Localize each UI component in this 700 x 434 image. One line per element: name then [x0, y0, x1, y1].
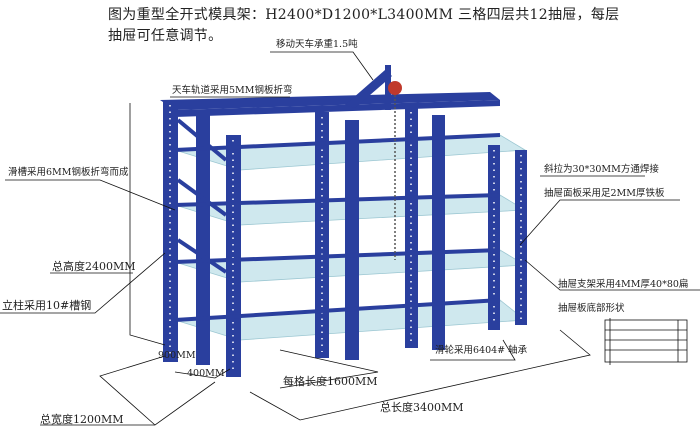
intro-line-2: 抽屉可任意调节。 — [108, 28, 223, 44]
drawer-bottom-sketch — [604, 318, 688, 365]
crane-rail — [160, 92, 500, 117]
label-total-width: 总宽度1200MM — [40, 413, 124, 426]
drawer-supports — [174, 118, 501, 322]
label-bay-length: 每格长度1600MM — [283, 375, 378, 388]
label-column: 立柱采用10#槽钢 — [2, 299, 92, 312]
label-crane-load: 移动天车承重1.5吨 — [276, 39, 358, 50]
label-drawer-panel: 抽屉面板采用足2MM厚铁板 — [544, 188, 665, 199]
intro-line-1: 图为重型全开式模具架：H2400*D1200*L3400MM 三格四层共12抽屉… — [108, 7, 620, 23]
label-slide-groove: 滑槽采用6MM钢板折弯而成 — [8, 167, 129, 178]
label-total-height: 总高度2400MM — [52, 260, 136, 273]
chain-hoist-icon — [388, 81, 402, 95]
rack-columns — [163, 100, 527, 377]
leader-lines — [0, 51, 700, 426]
label-diagonal: 斜拉为30*30MM方通焊接 — [544, 164, 659, 175]
label-depth-400: 400MM — [187, 368, 225, 379]
label-depth-900: 900MM — [158, 350, 196, 361]
label-drawer-support: 抽屉支架采用4MM厚40*80扁 — [558, 279, 689, 290]
label-crane-rail: 天车轨道采用5MM钢板折弯 — [172, 85, 293, 96]
label-total-length: 总长度3400MM — [380, 401, 464, 414]
label-pulley: 滑轮采用6404# 轴承 — [435, 345, 528, 356]
crane — [345, 65, 402, 260]
label-drawer-bottom: 抽屉板底部形状 — [558, 303, 625, 314]
